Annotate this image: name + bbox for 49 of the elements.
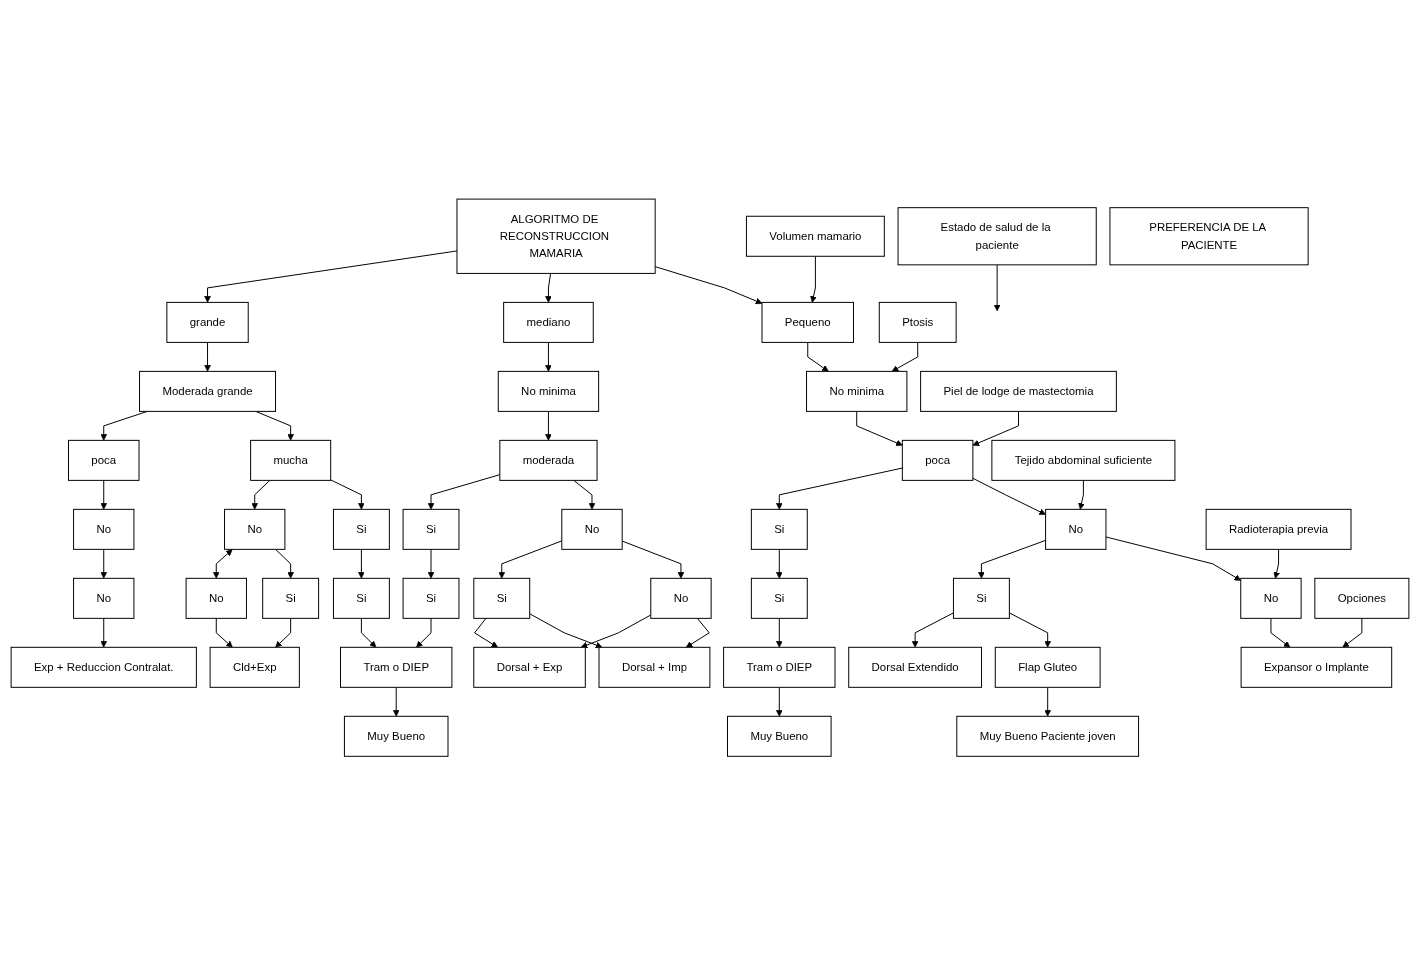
node-box: moderada: [499, 440, 598, 482]
node-box: No: [73, 509, 135, 551]
node-box: Opciones: [1314, 578, 1410, 620]
node-box: Tejido abdominal suficiente: [991, 440, 1176, 482]
node-box: Flap Gluteo: [994, 647, 1101, 689]
node-box: No: [185, 578, 247, 620]
node-box: Muy Bueno: [343, 716, 449, 758]
node-box: No: [650, 578, 712, 620]
node-box: Si: [750, 509, 808, 551]
node-box: Tram o DIEP: [723, 647, 836, 689]
node-box: Pequeno: [761, 302, 854, 344]
node-box: grande: [166, 302, 249, 344]
node-box: No: [73, 578, 135, 620]
node-box: No minima: [497, 371, 600, 413]
node-box: No: [1045, 509, 1107, 551]
node-box: ALGORITMO DE RECONSTRUCCION MAMARIA: [456, 198, 656, 275]
node-box: Volumen mamario: [745, 216, 885, 258]
node-box: PREFERENCIA DE LA PACIENTE: [1109, 207, 1309, 266]
node-box: No: [1240, 578, 1302, 620]
node-box: Exp + Reduccion Contralat.: [10, 647, 197, 689]
node-box: No: [224, 509, 286, 551]
node-box: Cld+Exp: [209, 647, 300, 689]
node-box: Si: [402, 578, 460, 620]
node-box: Si: [332, 509, 390, 551]
node-box: poca: [67, 440, 140, 482]
arrow: [1044, 687, 1052, 717]
node-box: Estado de salud de la paciente: [897, 207, 1097, 266]
node-box: Radioterapia previa: [1205, 509, 1352, 551]
node-box: No minima: [806, 371, 908, 413]
node-box: Si: [332, 578, 390, 620]
node-box: Dorsal Extendido: [848, 647, 983, 689]
node-box: Si: [262, 578, 320, 620]
node-box: No: [561, 509, 623, 551]
node-box: Muy Bueno Paciente joven: [956, 716, 1140, 758]
node-box: Tram o DIEP: [340, 647, 453, 689]
node-box: Si: [402, 509, 460, 551]
node-box: Expansor o Implante: [1240, 647, 1393, 689]
node-box: Ptosis: [878, 302, 957, 344]
node-box: Moderada grande: [139, 371, 277, 413]
node-box: Si: [750, 578, 808, 620]
node-box: mucha: [250, 440, 332, 482]
node-box: mediano: [503, 302, 594, 344]
node-box: Dorsal + Exp: [473, 647, 586, 689]
node-box: Dorsal + Imp: [598, 647, 711, 689]
node-box: Si: [952, 578, 1010, 620]
node-box: Muy Bueno: [727, 716, 832, 758]
node-box: poca: [901, 440, 974, 482]
node-box: Piel de lodge de mastectomia: [920, 371, 1117, 413]
node-box: Si: [473, 578, 531, 620]
